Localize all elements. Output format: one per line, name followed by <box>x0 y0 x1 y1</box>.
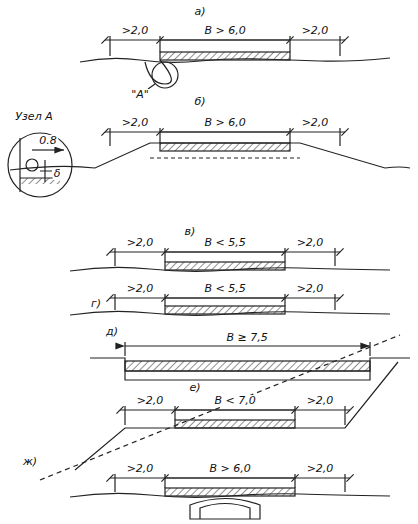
section-g <box>70 294 390 315</box>
section-b <box>10 128 410 170</box>
dimension-label: B < 5,5 <box>203 283 246 295</box>
dimension-label: >2,0 <box>121 117 150 129</box>
dimension-label: B < 7,0 <box>213 395 256 407</box>
dimension-label: ж) <box>22 456 38 468</box>
dimension-label: >2,0 <box>296 283 325 295</box>
detail-a <box>8 133 72 197</box>
section-zh <box>70 474 390 519</box>
dimension-label: >2,0 <box>306 463 335 475</box>
dimension-label: >2,0 <box>301 25 330 37</box>
dimension-label: B > 6,0 <box>203 25 246 37</box>
dimension-label: >2,0 <box>126 237 155 249</box>
dimension-label: а) <box>193 6 206 18</box>
dimension-label: Узел А <box>14 111 53 123</box>
section-e <box>40 335 400 480</box>
dimension-label: >2,0 <box>296 237 325 249</box>
dimension-label: 0.8 <box>38 135 58 147</box>
dimension-label: >2,0 <box>136 395 165 407</box>
dimension-label: δ <box>53 168 62 180</box>
dimension-label: "А" <box>130 89 150 101</box>
dimension-label: г) <box>90 298 102 310</box>
dimension-label: >2,0 <box>121 25 150 37</box>
dimension-label: B > 6,0 <box>208 463 251 475</box>
dimension-label: >2,0 <box>126 463 155 475</box>
dimension-label: >2,0 <box>126 283 155 295</box>
dimension-label: B > 6,0 <box>203 117 246 129</box>
dimension-label: б) <box>193 96 206 108</box>
section-v <box>70 248 390 271</box>
section-a <box>80 36 390 89</box>
dimension-label: >2,0 <box>306 395 335 407</box>
dimension-label: в) <box>184 226 197 238</box>
dimension-label: >2,0 <box>301 117 330 129</box>
dimension-label: B ≥ 7,5 <box>225 332 268 344</box>
section-d <box>90 342 410 380</box>
dimension-label: B < 5,5 <box>203 237 246 249</box>
dimension-label: д) <box>105 326 119 338</box>
dimension-label: е) <box>188 382 201 394</box>
